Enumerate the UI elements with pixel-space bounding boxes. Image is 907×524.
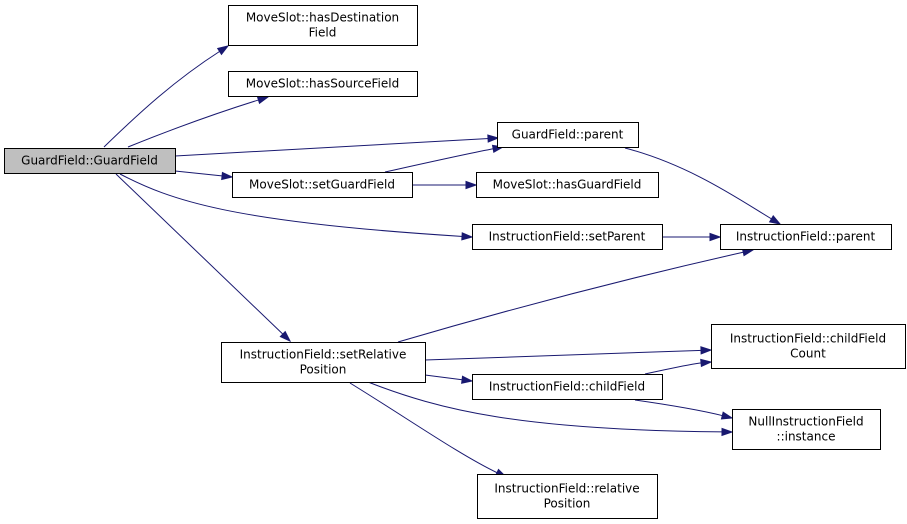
arrow-head xyxy=(256,96,270,105)
node-label: Position xyxy=(300,363,347,377)
arrow-head xyxy=(709,232,722,242)
arrow-head xyxy=(216,45,230,56)
arrow-head xyxy=(487,134,500,143)
node-n2[interactable]: MoveSlot::hasSourceField xyxy=(228,71,418,97)
edge-line xyxy=(174,138,490,157)
node-box[interactable] xyxy=(232,172,413,198)
node-label: InstructionField::parent xyxy=(736,230,876,244)
edge-line xyxy=(397,251,745,343)
edge-line xyxy=(349,382,499,474)
node-box[interactable] xyxy=(711,324,906,369)
node-box[interactable] xyxy=(228,71,418,97)
node-label: ::instance xyxy=(777,430,836,444)
edge-n8-n10 xyxy=(424,374,474,384)
node-box[interactable] xyxy=(477,474,658,519)
edge-n6-n7 xyxy=(662,232,722,242)
arrow-head xyxy=(221,171,234,181)
node-label: InstructionField::relative xyxy=(494,482,639,496)
edge-n0-n1 xyxy=(103,45,230,148)
node-label: InstructionField::childField xyxy=(489,380,645,394)
edges-layer xyxy=(103,45,782,478)
edge-line xyxy=(424,349,703,361)
node-n3[interactable]: GuardField::parent xyxy=(497,122,639,148)
node-n11[interactable]: NullInstructionField::instance xyxy=(732,409,881,450)
node-box[interactable] xyxy=(221,342,426,383)
node-label: MoveSlot::hasDestination xyxy=(246,11,399,25)
edge-n8-n11 xyxy=(367,381,734,437)
nodes-layer: GuardField::GuardField MoveSlot::hasDesti… xyxy=(4,5,906,519)
edge-n0-n3 xyxy=(174,134,500,157)
edge-n4-n3 xyxy=(384,144,505,173)
node-box[interactable] xyxy=(472,374,663,400)
node-box[interactable] xyxy=(4,148,176,174)
edge-n0-n2 xyxy=(127,96,270,148)
edge-line xyxy=(127,99,260,148)
node-box[interactable] xyxy=(228,5,418,46)
edge-line xyxy=(424,374,464,381)
node-label: GuardField::parent xyxy=(512,128,624,142)
node-label: GuardField::GuardField xyxy=(21,154,158,168)
node-label: InstructionField::childField xyxy=(730,332,886,346)
node-box[interactable] xyxy=(497,122,639,148)
edge-n0-n8 xyxy=(115,173,292,343)
arrow-head xyxy=(700,358,713,368)
edge-n3-n7 xyxy=(624,147,782,225)
arrow-head xyxy=(700,346,713,355)
node-n6[interactable]: InstructionField::setParent xyxy=(472,224,663,250)
arrow-head xyxy=(720,411,734,420)
node-n10[interactable]: InstructionField::childField xyxy=(472,374,663,400)
edge-line xyxy=(174,170,224,177)
node-n0[interactable]: GuardField::GuardField xyxy=(4,148,176,174)
node-box[interactable] xyxy=(476,172,659,198)
edge-n4-n5 xyxy=(412,180,478,190)
edge-line xyxy=(103,50,221,148)
edge-line xyxy=(624,147,773,220)
arrow-head xyxy=(461,375,474,384)
node-box[interactable] xyxy=(720,224,892,250)
edge-n10-n11 xyxy=(634,399,734,420)
edge-line xyxy=(115,173,284,336)
edge-line xyxy=(367,381,724,433)
node-n5[interactable]: MoveSlot::hasGuardField xyxy=(476,172,659,198)
edge-n0-n6 xyxy=(119,173,474,241)
node-label: InstructionField::setParent xyxy=(489,230,646,244)
edge-line xyxy=(384,148,495,173)
node-label: MoveSlot::hasGuardField xyxy=(493,178,642,192)
edge-n8-n9 xyxy=(424,346,713,361)
arrow-head xyxy=(721,427,734,437)
arrow-head xyxy=(279,330,292,343)
edge-line xyxy=(119,173,464,237)
edge-n8-n7 xyxy=(397,248,755,343)
arrow-head xyxy=(768,214,782,225)
edge-n10-n9 xyxy=(644,358,713,375)
node-label: Position xyxy=(544,497,591,511)
node-box[interactable] xyxy=(472,224,663,250)
edge-line xyxy=(644,362,703,375)
edge-n0-n4 xyxy=(174,170,234,181)
node-label: Field xyxy=(309,26,337,40)
node-n7[interactable]: InstructionField::parent xyxy=(720,224,892,250)
edge-line xyxy=(634,399,724,417)
node-label: NullInstructionField xyxy=(748,415,863,429)
node-box[interactable] xyxy=(732,409,881,450)
arrow-head xyxy=(465,180,478,190)
node-label: Count xyxy=(790,347,826,361)
node-label: InstructionField::setRelative xyxy=(240,348,407,362)
node-label: MoveSlot::setGuardField xyxy=(249,178,395,192)
node-label: MoveSlot::hasSourceField xyxy=(246,77,399,91)
node-n4[interactable]: MoveSlot::setGuardField xyxy=(232,172,413,198)
arrow-head xyxy=(461,232,474,241)
